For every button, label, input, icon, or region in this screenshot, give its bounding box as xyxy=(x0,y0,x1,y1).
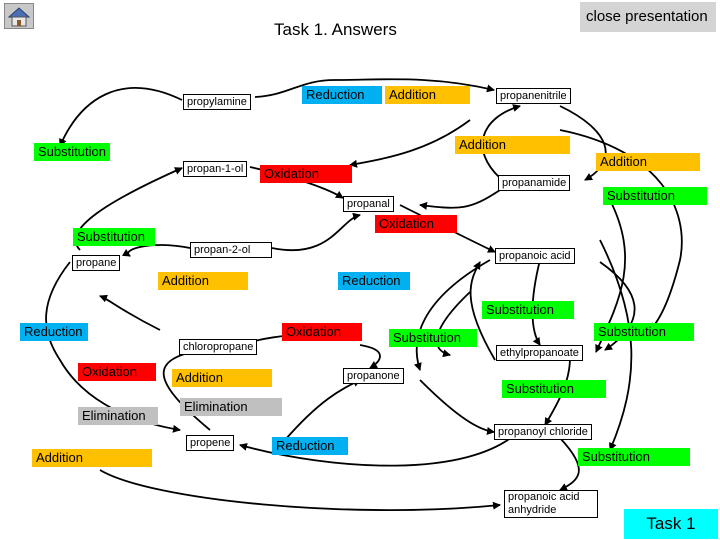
reaction-arrow xyxy=(284,379,361,441)
reaction-elimination-label: Elimination xyxy=(78,407,158,425)
reaction-arrow xyxy=(559,129,683,331)
reaction-arrow xyxy=(349,119,471,168)
reaction-elimination-label: Elimination xyxy=(180,398,282,416)
compound-chloropropane: chloropropane xyxy=(179,339,258,355)
reaction-arrow xyxy=(413,259,491,371)
reaction-substitution-label: Substitution xyxy=(34,143,110,161)
compound-propanenitrile: propanenitrile xyxy=(496,88,571,104)
reaction-oxidation-label: Oxidation xyxy=(375,215,457,233)
reaction-substitution-label: Substitution xyxy=(594,323,694,341)
reaction-arrow xyxy=(559,437,580,491)
reaction-arrow xyxy=(99,469,501,511)
reaction-arrow xyxy=(359,344,381,369)
compound-propanoyl-chloride: propanoyl chloride xyxy=(494,424,592,440)
reaction-arrow xyxy=(419,189,501,210)
reaction-oxidation-label: Oxidation xyxy=(260,165,352,183)
reaction-arrow xyxy=(121,244,191,257)
compound-propanone: propanone xyxy=(343,368,404,384)
reaction-arrow xyxy=(162,347,211,431)
reaction-reduction-label: Reduction xyxy=(338,272,410,290)
home-icon xyxy=(7,7,31,27)
compound-propylamine: propylamine xyxy=(183,94,251,110)
reaction-substitution-label: Substitution xyxy=(73,228,155,246)
reaction-substitution-label: Substitution xyxy=(603,187,707,205)
reaction-addition-label: Addition xyxy=(596,153,700,171)
reaction-reduction-label: Reduction xyxy=(20,323,88,341)
reaction-arrow xyxy=(559,105,607,181)
task-1-button[interactable]: Task 1 xyxy=(624,509,718,539)
reaction-arrow xyxy=(599,239,633,451)
compound-propanoic-acid: propanoic acid xyxy=(495,248,575,264)
reaction-substitution-label: Substitution xyxy=(389,329,477,347)
reaction-arrow xyxy=(419,379,495,435)
home-button[interactable] xyxy=(4,3,34,29)
reaction-reduction-label: Reduction xyxy=(272,437,348,455)
compound-propanamide: propanamide xyxy=(498,175,571,191)
close-presentation-button[interactable]: close presentation xyxy=(580,2,716,32)
compound-ethylpropanoate: ethylpropanoate xyxy=(496,345,583,361)
reaction-arrow xyxy=(59,87,183,147)
reaction-oxidation-label: Oxidation xyxy=(78,363,156,381)
compound-propan-2-ol: propan-2-ol xyxy=(190,242,272,258)
reaction-arrow xyxy=(469,261,496,361)
reaction-addition-label: Addition xyxy=(32,449,152,467)
reaction-substitution-label: Substitution xyxy=(482,301,574,319)
reaction-reduction-label: Reduction xyxy=(302,86,382,104)
reaction-addition-label: Addition xyxy=(385,86,470,104)
compound-propan-1-ol: propan-1-ol xyxy=(183,161,248,177)
reaction-addition-label: Addition xyxy=(158,272,248,290)
reaction-arrow xyxy=(99,294,161,331)
reaction-addition-label: Addition xyxy=(455,136,570,154)
compound-propene: propene xyxy=(186,435,235,451)
page-title: Task 1. Answers xyxy=(274,20,397,39)
reaction-substitution-label: Substitution xyxy=(502,380,606,398)
reaction-arrow xyxy=(254,78,495,98)
reaction-arrow xyxy=(271,212,361,251)
reaction-substitution-label: Substitution xyxy=(578,448,690,466)
compound-propane: propane xyxy=(72,255,121,271)
compound-propanoic-acid-anhydride: propanoic acid anhydride xyxy=(504,490,598,518)
compound-propanal: propanal xyxy=(343,196,394,212)
reaction-oxidation-label: Oxidation xyxy=(282,323,362,341)
reaction-addition-label: Addition xyxy=(172,369,272,387)
